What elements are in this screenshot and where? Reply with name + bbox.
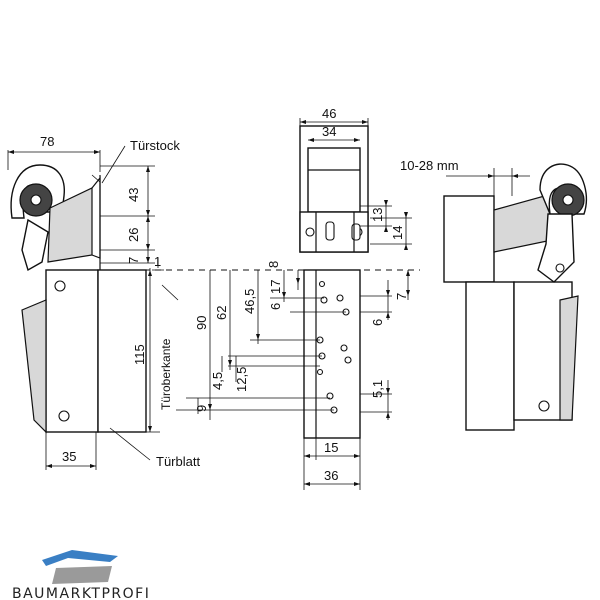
- dim-46-34: [299, 118, 369, 142]
- label-tuerblatt: Türblatt: [156, 454, 200, 469]
- label-range-text: 10-28 mm: [400, 158, 459, 173]
- dim-label-15: 15: [324, 440, 338, 455]
- dim-label-43: 43: [126, 188, 141, 202]
- dim-label-5-1: 5,1: [370, 380, 385, 398]
- dim-label-6a: 6: [268, 303, 283, 310]
- mounting-plate-view: [303, 269, 361, 439]
- baumarktprofi-logo: BAUMARKTPROFI: [12, 550, 150, 600]
- dim-label-6b: 6: [370, 319, 385, 326]
- tueroberkante-leader: [161, 284, 179, 301]
- left-door-closer-view: [10, 164, 147, 434]
- dim-label-115: 115: [132, 344, 147, 365]
- label-tuerstock: Türstock: [130, 138, 180, 153]
- dim-label-7b: 7: [394, 293, 409, 300]
- label-tueroberkante: Türoberkante: [159, 338, 173, 410]
- dim-label-26: 26: [126, 228, 141, 242]
- dim-13-14: [360, 200, 412, 250]
- dim-label-78: 78: [40, 134, 54, 149]
- logo-roof-icon: [42, 550, 118, 566]
- tuerblatt-leader: [109, 427, 151, 461]
- dim-label-7a: 7: [126, 257, 141, 264]
- dim-label-9: 9: [194, 405, 209, 412]
- dim-label-46: 46: [322, 106, 336, 121]
- dim-stack-plate: [197, 270, 300, 420]
- dim-label-17: 17: [268, 280, 283, 294]
- dim-label-14: 14: [390, 226, 405, 240]
- dim-label-62: 62: [214, 306, 229, 320]
- dim-label-34: 34: [322, 124, 336, 139]
- dim-label-12-5: 12,5: [234, 367, 249, 392]
- dim-label-36: 36: [324, 468, 338, 483]
- right-door-closer-view: [443, 163, 588, 431]
- logo-text: BAUMARKTPROFI: [12, 586, 150, 600]
- logo-base-icon: [52, 566, 112, 584]
- top-plate-view: [299, 125, 369, 253]
- dim-range: [446, 168, 530, 196]
- dim-78: [7, 150, 101, 172]
- dim-label-4-5: 4,5: [210, 372, 225, 390]
- dim-15-36: [303, 438, 361, 490]
- dim-stack-left: [100, 165, 164, 433]
- dim-label-13: 13: [370, 208, 385, 222]
- dim-label-1: 1: [154, 254, 161, 269]
- dim-35: [45, 432, 97, 470]
- tuerstock-leader: [101, 145, 126, 184]
- hole-extension-lines: [176, 295, 392, 413]
- dim-label-90: 90: [194, 316, 209, 330]
- dim-label-8: 8: [266, 261, 281, 268]
- dim-label-46-5: 46,5: [242, 289, 257, 314]
- dim-plate-right: [386, 270, 410, 420]
- dim-label-35: 35: [62, 449, 76, 464]
